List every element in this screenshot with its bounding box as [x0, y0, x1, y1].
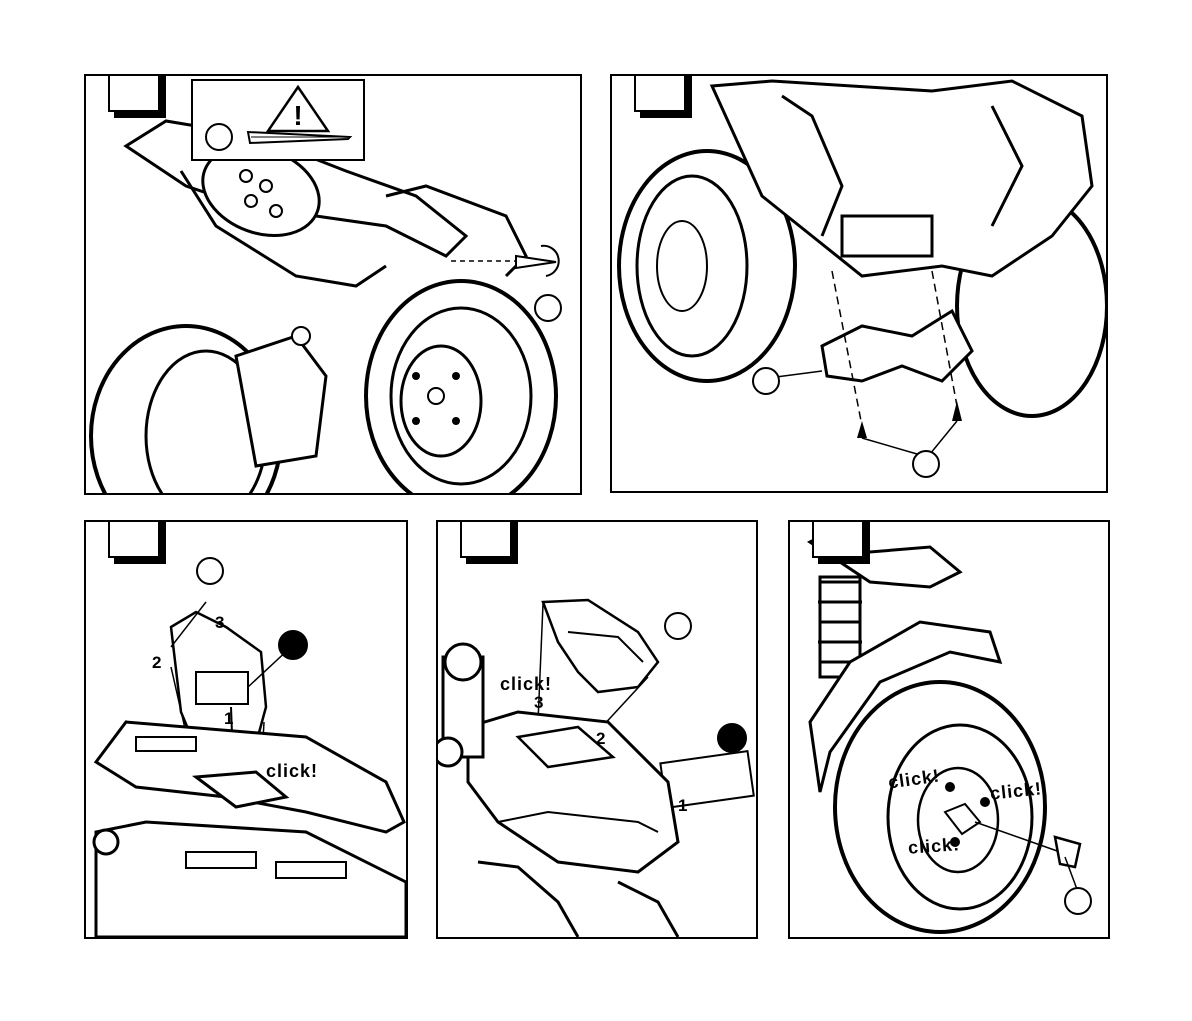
- part-callout-circle-icon: [912, 450, 940, 478]
- part-callout-circle-icon: [752, 367, 780, 395]
- step-label-3: 3: [534, 694, 543, 711]
- click-label: click!: [266, 762, 318, 780]
- part-callout-circle-icon: [196, 557, 224, 585]
- click-label-bottom: click!: [907, 835, 960, 857]
- step-label-1: 1: [678, 797, 687, 814]
- step-label-2: 2: [152, 654, 161, 671]
- panel-step-1: !: [84, 74, 582, 495]
- step-label-3: 3: [215, 614, 224, 631]
- panel-step-3: 3 2 1 click!: [84, 520, 408, 939]
- decal-callout-filled-icon: [278, 630, 308, 660]
- step-number-box-icon: [640, 74, 692, 118]
- panel-step-4: click! 3 2 1: [436, 520, 758, 939]
- part-callout-circle-icon: [205, 123, 233, 151]
- step-number-box-icon: [466, 520, 518, 564]
- click-label: click!: [500, 675, 552, 693]
- illustration-front-bumper: [612, 76, 1106, 491]
- panel-step-5: click! click! click!: [788, 520, 1110, 939]
- part-callout-circle-icon: [1064, 887, 1092, 915]
- part-callout-circle-icon: [534, 294, 562, 322]
- part-callout-circle-icon: [664, 612, 692, 640]
- decal-callout-filled-icon: [717, 723, 747, 753]
- step-label-2: 2: [596, 730, 605, 747]
- panel-step-2: [610, 74, 1108, 493]
- illustration-wheel-cap: [790, 522, 1108, 937]
- illustration-rear-fender-decal: [86, 522, 406, 937]
- step-label-1: 1: [224, 710, 233, 727]
- step-number-box-icon: [114, 74, 166, 118]
- warning-box: !: [191, 79, 365, 161]
- step-number-box-icon: [114, 520, 166, 564]
- step-number-box-icon: [818, 520, 870, 564]
